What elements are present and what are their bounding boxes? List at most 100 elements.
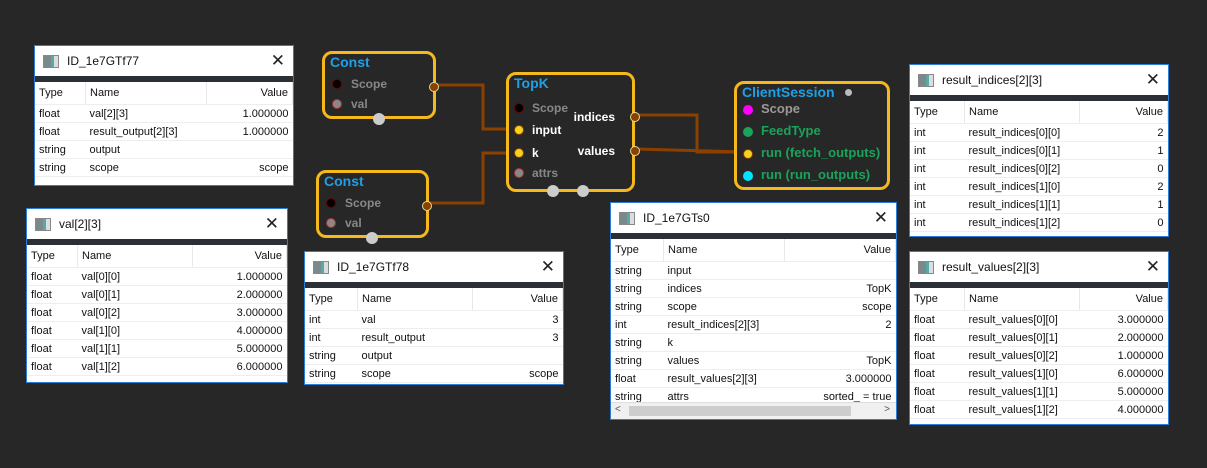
close-icon[interactable]: ✕ <box>264 214 279 233</box>
node-topk[interactable]: TopK Scope input k attrs indices values <box>506 72 640 197</box>
scrollbar-thumb[interactable] <box>629 406 851 416</box>
column-header[interactable]: Value <box>1079 101 1168 124</box>
input-port-icon[interactable] <box>514 125 524 135</box>
bottom-port-icon[interactable] <box>373 113 385 125</box>
scope-port-icon[interactable] <box>326 198 336 208</box>
column-header[interactable]: Name <box>85 82 207 105</box>
window-title-bar[interactable]: val[2][3]✕ <box>27 209 287 239</box>
column-header[interactable]: Type <box>35 82 86 105</box>
column-header[interactable]: Name <box>663 239 785 262</box>
close-icon[interactable]: ✕ <box>270 51 285 70</box>
window-title-bar[interactable]: ID_1e7GTf77✕ <box>35 46 293 76</box>
column-header[interactable]: Type <box>611 239 664 262</box>
window-title-bar[interactable]: result_values[2][3]✕ <box>910 252 1168 282</box>
feedtype-port-icon[interactable] <box>743 127 753 137</box>
fetch-outputs-port-icon[interactable] <box>743 149 753 159</box>
run-outputs-port-icon[interactable] <box>743 171 753 181</box>
table-cell: string <box>305 346 358 365</box>
bottom-port-icon[interactable] <box>547 185 559 197</box>
column-header[interactable]: Type <box>910 288 965 311</box>
window-title-bar[interactable]: ID_1e7GTf78✕ <box>305 252 563 282</box>
column-header[interactable]: Value <box>1079 288 1168 311</box>
scope-port-icon[interactable] <box>332 79 342 89</box>
val-port-icon[interactable] <box>326 218 336 228</box>
attrs-port-icon[interactable] <box>514 168 524 178</box>
column-header[interactable]: Value <box>192 245 287 268</box>
horizontal-scrollbar[interactable]: <> <box>611 402 896 419</box>
indices-port-icon[interactable] <box>630 112 640 122</box>
scroll-left-icon[interactable]: < <box>615 404 621 415</box>
val-port-icon[interactable] <box>332 99 342 109</box>
column-header[interactable]: Type <box>910 101 965 124</box>
close-icon[interactable]: ✕ <box>873 208 888 227</box>
scope-port-icon[interactable] <box>514 103 524 113</box>
output-port-icon[interactable] <box>429 82 439 92</box>
values-port-icon[interactable] <box>630 146 640 156</box>
column-header[interactable]: Type <box>27 245 78 268</box>
node-const-1[interactable]: Const Scope val <box>322 51 439 125</box>
column-header[interactable]: Value <box>472 288 563 311</box>
node-const-2[interactable]: Const Scope val <box>316 170 432 244</box>
table-cell: scope <box>472 364 563 383</box>
column-header[interactable]: Name <box>964 288 1080 311</box>
bottom-port-icon[interactable] <box>577 185 589 197</box>
close-icon[interactable]: ✕ <box>1145 70 1160 89</box>
k-port-icon[interactable] <box>514 148 524 158</box>
close-icon[interactable]: ✕ <box>1145 257 1160 276</box>
window-title-bar[interactable]: ID_1e7GTs0✕ <box>611 203 896 233</box>
node-client-session[interactable]: ClientSession Scope FeedType run (fetch_… <box>734 81 890 190</box>
bottom-port-icon[interactable] <box>366 232 378 244</box>
column-header[interactable]: Name <box>964 101 1080 124</box>
scope-port-icon[interactable] <box>743 105 753 115</box>
scroll-right-icon[interactable]: > <box>884 404 890 415</box>
column-header[interactable]: Value <box>206 82 293 105</box>
column-header[interactable]: Name <box>357 288 473 311</box>
table-cell: float <box>910 328 965 347</box>
column-header[interactable]: Name <box>77 245 193 268</box>
column-header[interactable]: Value <box>784 239 896 262</box>
output-port-icon[interactable] <box>422 201 432 211</box>
window-title-bar[interactable]: result_indices[2][3]✕ <box>910 65 1168 95</box>
close-icon[interactable]: ✕ <box>540 257 555 276</box>
column-header[interactable]: Type <box>305 288 358 311</box>
